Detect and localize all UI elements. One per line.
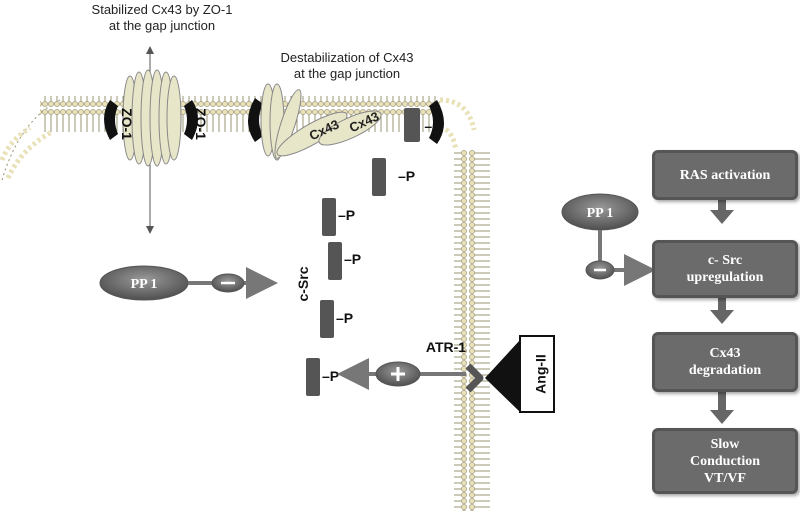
phospho-block (328, 242, 342, 280)
csrc-phospho-blocks: –P –P –P –P –P c-Src (295, 158, 415, 396)
pp1-inhibition-left: PP 1 (99, 265, 278, 301)
angii-ligand (485, 340, 520, 412)
stabilized-caption-line1: Stabilized Cx43 by ZO-1 (91, 2, 233, 17)
connexin-subunit (274, 89, 302, 159)
down-arrow (710, 200, 734, 224)
down-arrow (710, 298, 734, 324)
flowchart-arrows (710, 200, 734, 424)
flow-step-cx43: Cx43 degradation (652, 332, 798, 392)
phospho-block (320, 300, 334, 338)
phospho-label: –P (336, 310, 353, 326)
connexin-subunit (276, 111, 348, 157)
phospho-kinase-block (404, 108, 420, 142)
flow-step-text: VT/VF (704, 470, 746, 486)
pp1-label: PP 1 (587, 206, 614, 221)
stabilized-caption-line2: at the gap junction (108, 18, 216, 33)
zo1-anchor (429, 100, 444, 144)
destabilized-caption-line2: at the gap junction (293, 66, 401, 81)
phospho-block (306, 358, 320, 396)
zo1-anchor-left (104, 100, 118, 140)
phospho-label: –P (338, 207, 355, 223)
pp1-label: PP 1 (131, 277, 158, 292)
down-arrow (710, 390, 734, 424)
angii-box (519, 335, 555, 413)
phospho-block (322, 198, 336, 236)
phospho-block (372, 158, 386, 196)
zo1-anchor (248, 98, 263, 142)
flow-step-text: upregulation (686, 270, 764, 285)
flow-step-text: degradation (688, 363, 762, 378)
connexin-subunit (318, 110, 382, 146)
phospho-label: –P (322, 368, 339, 384)
flow-step-text: c- Src (707, 253, 743, 268)
zo1-label-left: ZO-1 (119, 108, 135, 140)
zo1-label-right: ZO-1 (193, 108, 209, 140)
destabilized-caption-line1: Destabilization of Cx43 (280, 50, 414, 65)
csrc-label: c-Src (295, 266, 311, 301)
destabilized-gap-junction: Cx43 Cx43 –P (248, 83, 444, 161)
phospho-label: –P (344, 251, 361, 267)
atr1-receptor (465, 363, 484, 393)
cell-membrane (0, 96, 490, 511)
destabilized-caption: Destabilization of Cx43 at the gap junct… (252, 50, 442, 82)
flow-step-text: RAS activation (679, 167, 771, 183)
zo1-anchor-right (184, 100, 198, 140)
flow-step-text: Slow (710, 436, 740, 452)
angii-activation: ATR-1 Ang-II (337, 335, 555, 413)
phospho-label: –P (398, 168, 415, 184)
connexin-subunit (166, 75, 182, 161)
angii-label: Ang-II (533, 354, 549, 394)
stabilized-caption: Stabilized Cx43 by ZO-1 at the gap junct… (62, 2, 262, 34)
flow-step-csrc: c- Src upregulation (652, 240, 798, 298)
stabilized-gap-junction: ZO-1 ZO-1 (104, 46, 209, 234)
flow-step-conduction: Slow Conduction VT/VF (652, 428, 798, 494)
flow-step-text: Conduction (689, 453, 761, 469)
flow-step-ras: RAS activation (652, 150, 798, 200)
atr1-label: ATR-1 (426, 339, 466, 355)
pp1-inhibition-right: PP 1 (561, 193, 656, 286)
flow-step-text: Cx43 (709, 346, 741, 361)
